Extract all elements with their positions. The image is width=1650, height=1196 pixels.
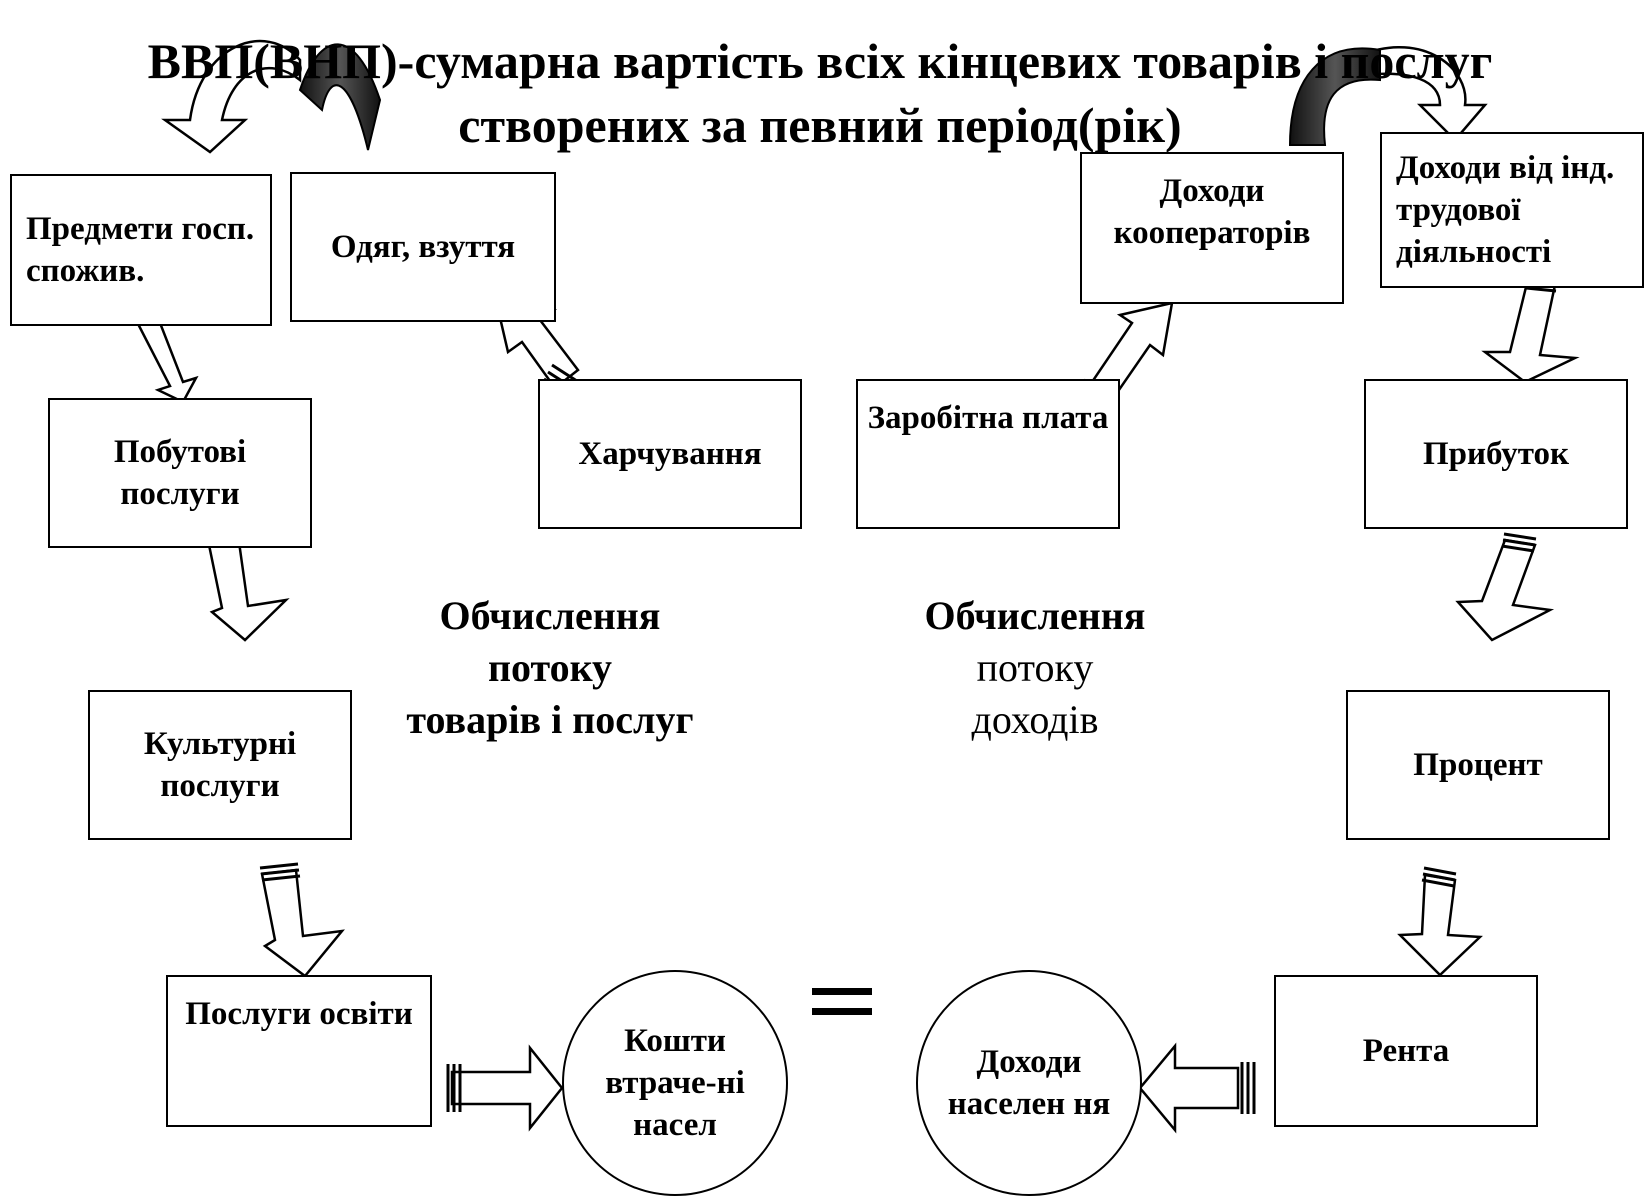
circle-spending: Кошти втраче-ні насел bbox=[562, 970, 788, 1196]
box-household-services: Побутові послуги bbox=[48, 398, 312, 548]
box-education-services: Послуги освіти bbox=[166, 975, 432, 1127]
arrow-cultural-to-education-icon bbox=[260, 868, 345, 978]
arrow-education-to-spending-icon bbox=[450, 1044, 564, 1132]
income-flow-label: Обчислення потоку доходів bbox=[885, 590, 1185, 746]
arrow-interest-to-rent-icon bbox=[1397, 873, 1483, 977]
equals-sign-icon bbox=[812, 988, 872, 1028]
box-cooperative-income: Доходи кооператорів bbox=[1080, 152, 1344, 304]
curved-arrow-right-icon bbox=[1358, 45, 1488, 142]
dark-arc-left-icon bbox=[298, 43, 382, 151]
circle-population-income: Доходи населен ня bbox=[916, 970, 1142, 1196]
goods-label-line-2: потоку bbox=[487, 645, 613, 690]
curved-arrow-left-icon bbox=[161, 39, 302, 154]
title-line-2: створених за певний період(рік) bbox=[458, 97, 1182, 153]
income-label-line-2: потоку bbox=[976, 645, 1094, 690]
goods-label-line-3: товарів і послуг bbox=[406, 697, 694, 742]
box-rent: Рента bbox=[1274, 975, 1538, 1127]
income-label-line-1: Обчислення bbox=[924, 593, 1146, 638]
dark-arc-right-icon bbox=[1288, 47, 1381, 146]
arrow-household-to-cultural-icon bbox=[206, 533, 290, 642]
goods-flow-label: Обчислення потоку товарів і послуг bbox=[380, 590, 720, 746]
goods-label-line-1: Обчислення bbox=[439, 593, 661, 638]
box-self-employment-income: Доходи від інд. трудової діяльності bbox=[1380, 132, 1644, 288]
box-wages: Заробітна плата bbox=[856, 379, 1120, 529]
arrow-rent-to-income-icon bbox=[1138, 1042, 1240, 1134]
title-line-1: ВВП(ВНП)-сумарна вартість всіх кінцевих … bbox=[147, 33, 1493, 89]
box-cultural-services: Культурні послуги bbox=[88, 690, 352, 840]
box-consumer-items: Предмети госп. спожив. bbox=[10, 174, 272, 326]
income-label-line-3: доходів bbox=[971, 697, 1099, 742]
arrow-self-employed-to-profit-icon bbox=[1481, 281, 1580, 384]
box-food: Харчування bbox=[538, 379, 802, 529]
box-interest: Процент bbox=[1346, 690, 1610, 840]
arrow-profit-to-interest-icon bbox=[1455, 538, 1555, 642]
box-clothing: Одяг, взуття bbox=[290, 172, 556, 322]
box-profit: Прибуток bbox=[1364, 379, 1628, 529]
